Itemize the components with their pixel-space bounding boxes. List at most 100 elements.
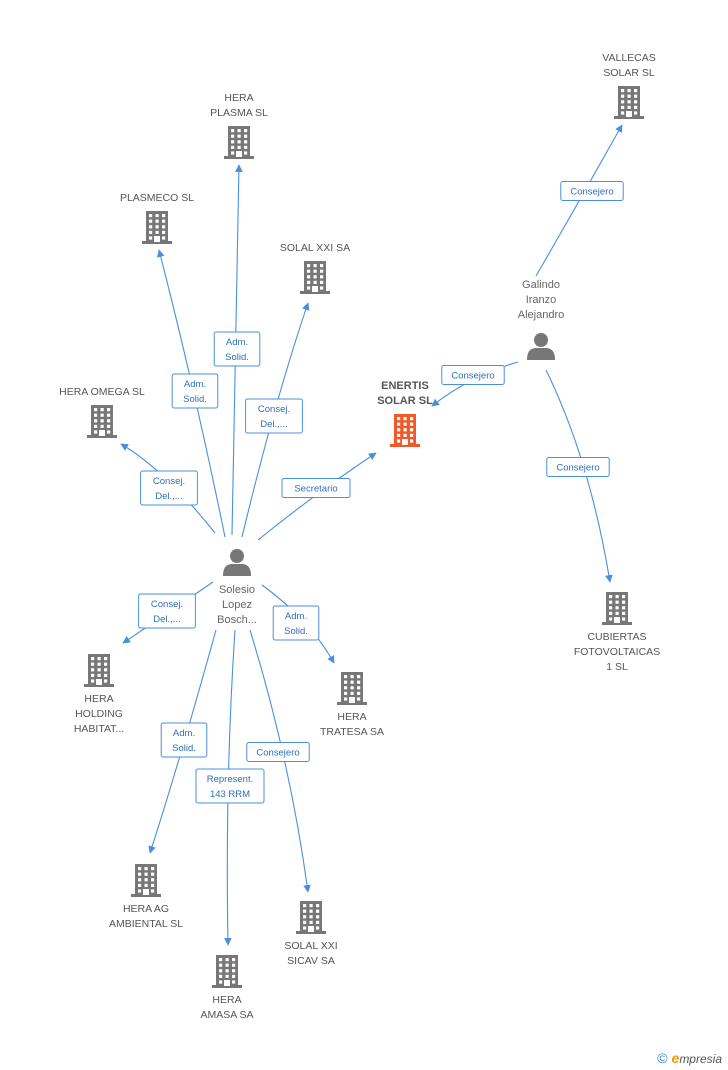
edge-label-text: Adm. bbox=[285, 611, 307, 622]
company-node-hera-ag[interactable]: HERA AG AMBIENTAL SL bbox=[109, 864, 183, 930]
person-icon bbox=[527, 333, 555, 360]
edge-label-box bbox=[546, 457, 610, 477]
edge-label-box bbox=[281, 478, 351, 498]
company-label: FOTOVOLTAICAS bbox=[574, 646, 660, 658]
edge-label-text: 143 RRM bbox=[210, 789, 250, 800]
company-node-hera-amasa[interactable]: HERA AMASA SA bbox=[200, 955, 254, 1021]
company-node-hera-tratesa[interactable]: HERA TRATESA SA bbox=[320, 672, 384, 738]
edge-label-text: Secretario bbox=[294, 484, 337, 495]
company-node-hera-omega[interactable]: HERA OMEGA SL bbox=[59, 386, 145, 438]
person-label: Bosch... bbox=[217, 614, 257, 626]
edge-label-text: Adm. bbox=[184, 379, 206, 390]
nodes-layer: ENERTIS SOLAR SL HERA PLASMA SL PLASMECO SL S… bbox=[59, 52, 660, 1021]
copyright-icon: © bbox=[657, 1050, 668, 1066]
company-label: SICAV SA bbox=[287, 955, 335, 967]
edge-label-e-amasa[interactable]: Represent. 143 RRM bbox=[195, 768, 265, 804]
edge-labels-layer: Adm. Solid. Adm. Solid. Consej. Del.,... Conse… bbox=[138, 181, 624, 804]
company-node-solal-xxi[interactable]: SOLAL XXI SA bbox=[280, 242, 350, 294]
edge-label-e-plasma[interactable]: Adm. Solid. bbox=[213, 331, 261, 367]
person-label: Lopez bbox=[222, 599, 252, 611]
building-icon bbox=[87, 405, 117, 438]
company-label: TRATESA SA bbox=[320, 726, 384, 738]
company-node-vallecas[interactable]: VALLECAS SOLAR SL bbox=[602, 52, 656, 119]
edge-label-e-plasmeco[interactable]: Adm. Solid. bbox=[171, 373, 219, 409]
edge-label-text: Consejero bbox=[451, 371, 494, 382]
building-icon bbox=[296, 901, 326, 934]
edge-label-text: Solid. bbox=[225, 352, 249, 363]
person-label: Galindo bbox=[522, 279, 560, 291]
person-icon bbox=[223, 549, 251, 576]
edge-label-e-enertis-s[interactable]: Secretario bbox=[281, 478, 351, 498]
edge-label-text: Represent. bbox=[207, 774, 253, 785]
brand-initial: e bbox=[671, 1050, 680, 1066]
edge-label-text: Del.,... bbox=[155, 491, 182, 502]
company-node-enertis[interactable]: ENERTIS SOLAR SL bbox=[377, 380, 433, 447]
edge-label-e-vallecas[interactable]: Consejero bbox=[560, 181, 624, 201]
edge-label-box bbox=[272, 605, 320, 641]
company-node-solal-sicav[interactable]: SOLAL XXI SICAV SA bbox=[284, 901, 338, 967]
edge-label-text: Solid. bbox=[183, 394, 207, 405]
empresia-watermark[interactable]: ©empresia bbox=[657, 1050, 722, 1066]
edge-label-e-sicav[interactable]: Consejero bbox=[246, 742, 310, 762]
company-label: HERA bbox=[84, 693, 113, 705]
edge-label-box bbox=[245, 398, 303, 434]
edge-label-text: Consej. bbox=[153, 476, 185, 487]
company-label: SOLAR SL bbox=[377, 395, 433, 407]
company-label: AMASA SA bbox=[200, 1009, 253, 1021]
edge-label-text: Adm. bbox=[226, 337, 248, 348]
company-label: ENERTIS bbox=[381, 380, 429, 392]
company-label: PLASMECO SL bbox=[120, 192, 194, 204]
company-label: HERA bbox=[337, 711, 366, 723]
edge-label-box bbox=[138, 593, 196, 629]
company-label: HERA bbox=[212, 994, 241, 1006]
edge-label-e-tratesa[interactable]: Adm. Solid. bbox=[272, 605, 320, 641]
edge-label-box bbox=[160, 722, 208, 758]
edge-label-e-omega[interactable]: Consej. Del.,... bbox=[140, 470, 198, 506]
edge-label-box bbox=[246, 742, 310, 762]
building-icon bbox=[300, 261, 330, 294]
edge-label-box bbox=[140, 470, 198, 506]
company-label: PLASMA SL bbox=[210, 107, 268, 119]
edge-label-text: Consejero bbox=[556, 463, 599, 474]
company-label: VALLECAS bbox=[602, 52, 656, 64]
edge-label-e-enertis-g[interactable]: Consejero bbox=[441, 365, 505, 385]
building-icon bbox=[84, 654, 114, 687]
edge-label-box bbox=[195, 768, 265, 804]
edge-label-text: Del.,... bbox=[153, 614, 180, 625]
edge-label-e-ag[interactable]: Adm.Solid. bbox=[160, 722, 208, 758]
edges-layer bbox=[120, 124, 623, 946]
edge-label-box bbox=[213, 331, 261, 367]
edge-label-text: Consej. bbox=[151, 599, 183, 610]
company-label: 1 SL bbox=[606, 661, 628, 673]
company-label: SOLAL XXI SA bbox=[280, 242, 350, 254]
building-icon bbox=[337, 672, 367, 705]
company-label: HERA OMEGA SL bbox=[59, 386, 145, 398]
edge-label-text: Adm. bbox=[173, 728, 195, 739]
company-label: SOLAR SL bbox=[603, 67, 655, 79]
edge-label-text: Solid. bbox=[284, 626, 308, 637]
edge-label-e-solal-xxi[interactable]: Consej.Del.,... bbox=[245, 398, 303, 434]
company-label: HABITAT... bbox=[74, 723, 124, 735]
edge-label-e-holding[interactable]: Consej. Del.,... bbox=[138, 593, 196, 629]
company-label: HERA bbox=[224, 92, 253, 104]
company-label: HERA AG bbox=[123, 903, 169, 915]
edge-label-text: Consejero bbox=[256, 748, 299, 759]
building-icon bbox=[224, 126, 254, 159]
company-label: AMBIENTAL SL bbox=[109, 918, 183, 930]
company-node-hera-plasma[interactable]: HERA PLASMA SL bbox=[210, 92, 268, 159]
person-label: Solesio bbox=[219, 584, 255, 596]
edge-label-e-cubiertas[interactable]: Consejero bbox=[546, 457, 610, 477]
building-icon bbox=[614, 86, 644, 119]
company-label: HOLDING bbox=[75, 708, 123, 720]
building-icon bbox=[212, 955, 242, 988]
company-label: SOLAL XXI bbox=[284, 940, 337, 952]
building-icon bbox=[602, 592, 632, 625]
edge-label-box bbox=[560, 181, 624, 201]
person-node-solesio[interactable]: SolesioLopezBosch... bbox=[217, 549, 257, 626]
company-node-plasmeco[interactable]: PLASMECO SL bbox=[120, 192, 194, 244]
person-label: Iranzo bbox=[526, 294, 557, 306]
company-node-hera-holding[interactable]: HERA HOLDING HABITAT... bbox=[74, 654, 124, 735]
